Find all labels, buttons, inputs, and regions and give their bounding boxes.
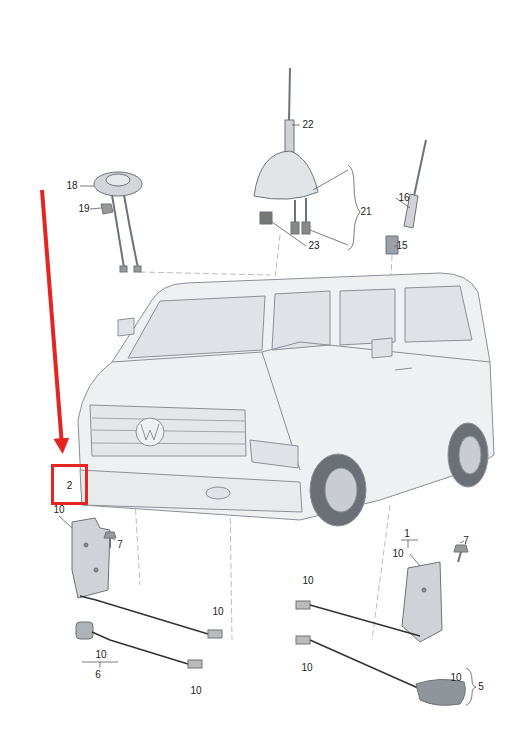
- callout-number: 21: [360, 207, 371, 217]
- callout-number: 10: [190, 686, 201, 696]
- highlight-arrow: [42, 190, 62, 446]
- sensor-parts: [72, 518, 468, 705]
- callout-number: 15: [396, 241, 407, 251]
- callout-number: 10: [302, 576, 313, 586]
- callout-number: 22: [302, 120, 313, 130]
- van-illustration: [78, 273, 494, 526]
- callout-number: 10: [95, 650, 106, 660]
- callout-number: 16: [398, 193, 409, 203]
- callout-number: 10: [53, 505, 64, 515]
- highlight-box: 2: [51, 464, 88, 505]
- callout-number: 7: [463, 536, 469, 546]
- callout-number: 19: [78, 204, 89, 214]
- callout-number: 7: [117, 540, 123, 550]
- callout-number: 10: [392, 549, 403, 559]
- callout-number: 18: [66, 181, 77, 191]
- callout-number: 10: [212, 607, 223, 617]
- antenna-parts: [94, 68, 426, 272]
- callout-number: 1: [404, 529, 410, 539]
- callout-number: 6: [95, 670, 101, 680]
- callout-number: 10: [301, 663, 312, 673]
- callout-number: 2: [54, 481, 85, 491]
- leader-lines: [59, 125, 476, 705]
- callout-number: 23: [308, 241, 319, 251]
- callout-number: 5: [478, 682, 484, 692]
- callout-number: 10: [450, 673, 461, 683]
